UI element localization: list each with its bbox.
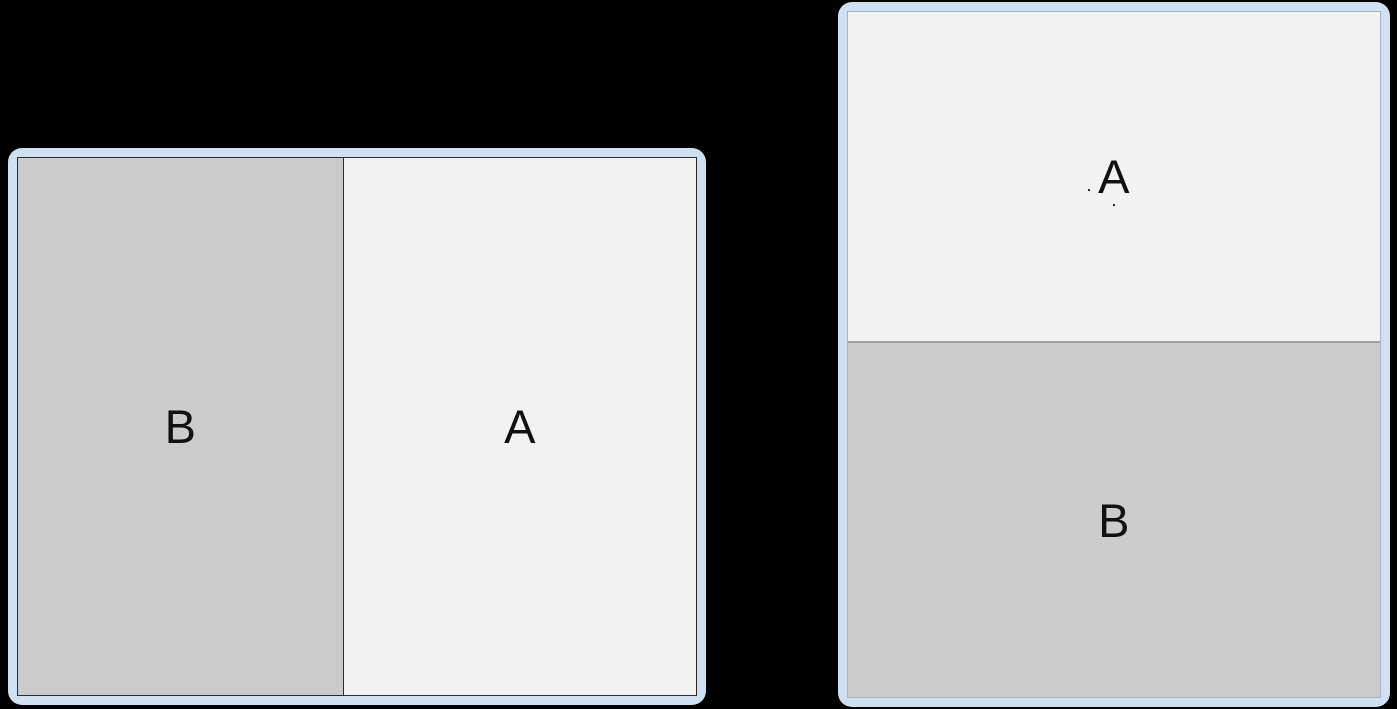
right-pane-b-label: B (1098, 493, 1130, 547)
render-speck-icon (1088, 189, 1090, 191)
right-window[interactable]: A B (838, 2, 1390, 707)
left-pane-a-label: A (504, 400, 536, 453)
right-pane-a[interactable]: A (848, 12, 1380, 343)
right-window-content: A B (847, 11, 1381, 698)
left-pane-b[interactable]: B (18, 158, 344, 695)
left-pane-a[interactable]: A (344, 158, 696, 695)
render-speck-icon (1113, 204, 1115, 206)
right-pane-b[interactable]: B (848, 343, 1380, 697)
left-pane-b-label: B (164, 400, 197, 453)
right-pane-a-label: A (1098, 150, 1130, 203)
left-window-content: B A (17, 157, 697, 696)
left-window[interactable]: B A (8, 148, 706, 705)
